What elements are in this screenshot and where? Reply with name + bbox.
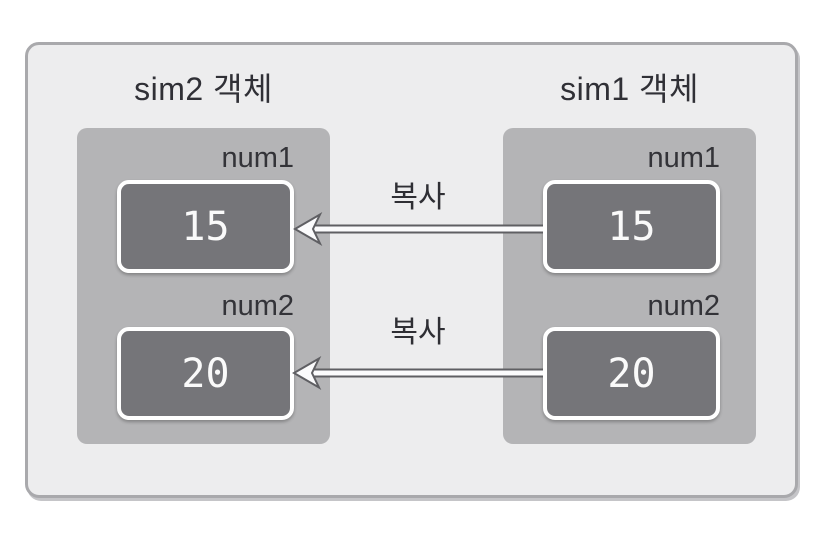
- value-sim2-num1: 15: [181, 203, 230, 250]
- value-box-sim1-num2: 20: [543, 327, 720, 420]
- value-box-sim2-num1: 15: [117, 180, 294, 273]
- field-label-num2: num2: [647, 290, 720, 322]
- field-label-num2: num2: [221, 290, 294, 322]
- value-sim2-num2: 20: [181, 350, 230, 397]
- field-label-num1: num1: [221, 142, 294, 174]
- value-sim1-num2: 20: [607, 350, 656, 397]
- object-box-sim1: num1 15 num2 20: [503, 128, 756, 444]
- object-title-sim1: sim1 객체: [560, 71, 699, 107]
- object-box-sim2: num1 15 num2 20: [77, 128, 330, 444]
- value-sim1-num1: 15: [607, 203, 656, 250]
- value-box-sim2-num2: 20: [117, 327, 294, 420]
- object-title-sim2: sim2 객체: [134, 71, 273, 107]
- copy-arrow-label-1: 복사: [390, 181, 446, 214]
- copy-arrow-label-2: 복사: [390, 316, 446, 349]
- field-label-num1: num1: [647, 142, 720, 174]
- value-box-sim1-num1: 15: [543, 180, 720, 273]
